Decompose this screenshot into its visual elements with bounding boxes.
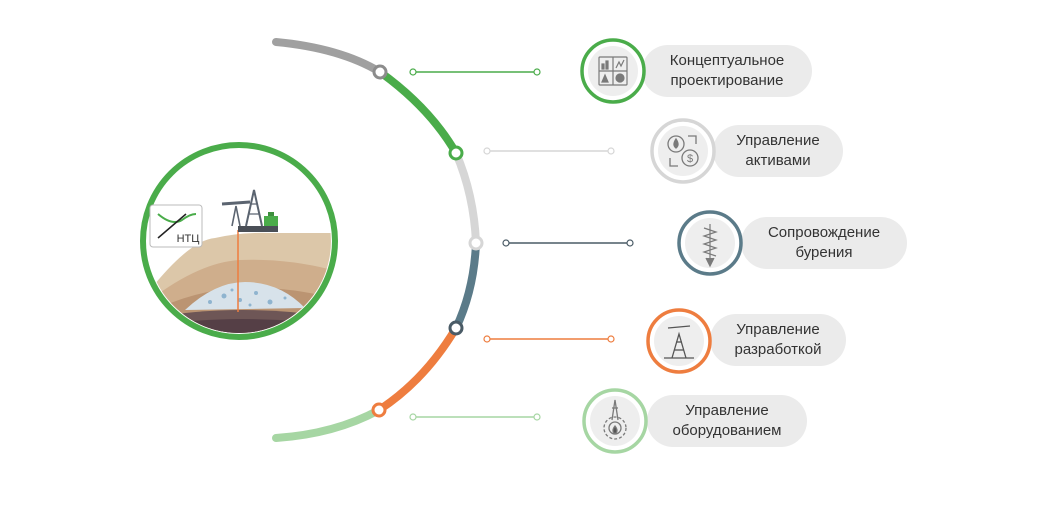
arc-segment-3 xyxy=(452,242,480,330)
arc-segment-top xyxy=(272,38,384,76)
arc-node-4 xyxy=(448,320,464,336)
item-2-pill[interactable]: Управление активами xyxy=(713,125,843,177)
item-4-pill[interactable]: Управление разработкой xyxy=(710,314,846,366)
item-5-pill[interactable]: Управление оборудованием xyxy=(647,395,807,447)
item-2-label-line2: активами xyxy=(745,152,811,169)
timeline-arc xyxy=(272,38,480,442)
arc-node-2 xyxy=(448,145,464,161)
arc-nodes xyxy=(371,64,484,418)
item-3-label-line1: Сопровождение xyxy=(767,224,881,241)
item-5-label-line2: оборудованием xyxy=(672,422,782,439)
hub-illustration: НТЦ xyxy=(140,142,338,340)
connectors xyxy=(409,68,634,421)
arc-node-3 xyxy=(468,235,484,251)
item-1-label-line2: проектирование xyxy=(670,72,784,89)
item-1-label-line1: Концептуальное xyxy=(669,52,785,69)
reservoir xyxy=(185,282,305,310)
arc-segment-1 xyxy=(377,68,460,156)
arc-node-5 xyxy=(371,402,387,418)
logo-mark xyxy=(157,213,197,223)
item-5-label-line1: Управление xyxy=(685,402,769,419)
arc-segment-2 xyxy=(452,151,480,244)
item-4-label-line2: разработкой xyxy=(734,341,822,358)
logo-text: НТЦ xyxy=(177,233,200,245)
item-1-pill[interactable]: Концептуальное проектирование xyxy=(642,45,812,97)
arc-node-1 xyxy=(372,64,388,80)
item-3-label-line2: бурения xyxy=(795,244,853,261)
arc-segment-4 xyxy=(376,325,460,414)
item-3-pill[interactable]: Сопровождение бурения xyxy=(741,217,907,269)
item-4-label-line1: Управление xyxy=(736,321,820,338)
item-2-label-line1: Управление xyxy=(736,132,820,149)
arc-segment-5 xyxy=(272,406,383,442)
